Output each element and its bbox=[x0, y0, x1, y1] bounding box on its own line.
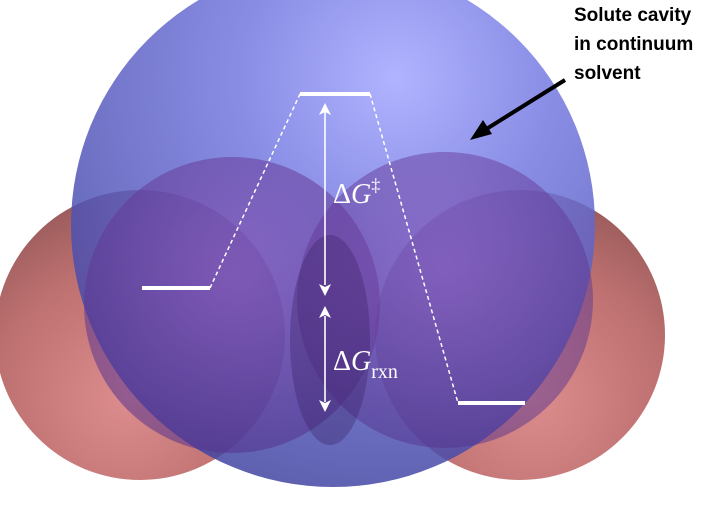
right-overlap-lobe bbox=[297, 152, 593, 448]
caption-line-3: solvent bbox=[574, 63, 641, 84]
activation-delta: Δ bbox=[333, 179, 351, 210]
reaction-delta: Δ bbox=[333, 346, 351, 377]
activation-superscript: ‡ bbox=[371, 175, 380, 195]
activation-symbol: G bbox=[351, 179, 371, 210]
caption-line-1: Solute cavity bbox=[574, 5, 692, 26]
reaction-subscript: rxn bbox=[371, 361, 398, 383]
activation-energy-arrow bbox=[319, 103, 331, 296]
ts-product-connector bbox=[369, 93, 459, 404]
caption-line-2: in continuum bbox=[574, 34, 693, 55]
reactant-ts-connector bbox=[209, 93, 301, 289]
reaction-energy-arrow bbox=[319, 306, 331, 412]
central-overlap-lens bbox=[290, 235, 370, 445]
reaction-energy-label: ΔGrxn bbox=[333, 346, 398, 383]
activation-energy-label: ΔG‡ bbox=[333, 175, 380, 210]
reaction-symbol: G bbox=[351, 346, 371, 377]
pointer-arrow bbox=[478, 78, 567, 135]
caption: Solute cavity in continuum solvent bbox=[574, 5, 699, 84]
left-overlap-lobe bbox=[84, 157, 380, 453]
pointer-arrow-head bbox=[470, 120, 492, 140]
